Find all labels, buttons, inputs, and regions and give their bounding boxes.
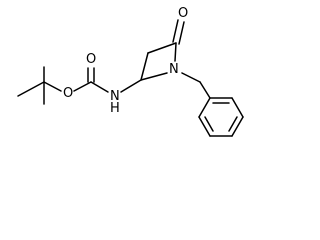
structure-canvas: O O N H O N — [17, 6, 244, 137]
bond-lactam-carbonyl-double-a — [172, 19, 179, 43]
bond-lactam-carbonyl-double-b — [178, 21, 185, 45]
bond-phenyl-2 — [231, 97, 244, 118]
bond-phenyl-inner-2 — [228, 116, 238, 132]
bond-ring-n-c2 — [140, 72, 168, 81]
bond-phenyl-6 — [198, 97, 211, 118]
atom-label-ester-oxygen: O — [63, 86, 73, 101]
bond-ring-c3-c4 — [140, 52, 149, 81]
bond-tbu-methyl-left — [17, 81, 45, 97]
bond-tbu-to-ester-o — [43, 81, 62, 92]
atom-label-boc-carbonyl-oxygen: O — [86, 52, 96, 67]
bond-ester-o-to-carbonyl — [73, 81, 92, 92]
bond-phenyl-5 — [198, 116, 211, 137]
bond-phenyl-inner-3 — [204, 116, 214, 132]
chemical-structure-diagram: O O N H O N — [17, 6, 244, 137]
bonds — [17, 19, 244, 137]
bond-n-to-benzyl-ch2 — [181, 72, 201, 83]
atom-label-lactam-oxygen: O — [178, 6, 188, 21]
bond-ring-c4-c5 — [147, 42, 177, 54]
bond-carbonyl-to-nh — [90, 81, 109, 93]
bond-ch2-to-phenyl — [199, 81, 211, 99]
atom-label-ring-nitrogen: N — [169, 62, 179, 77]
bond-nh-to-ring — [120, 79, 142, 93]
bond-phenyl-3 — [231, 116, 244, 137]
bond-ring-c5-n — [174, 42, 177, 62]
atom-label-amide-hydrogen: H — [110, 101, 120, 116]
atom-label-amide-nitrogen: N — [110, 89, 120, 104]
